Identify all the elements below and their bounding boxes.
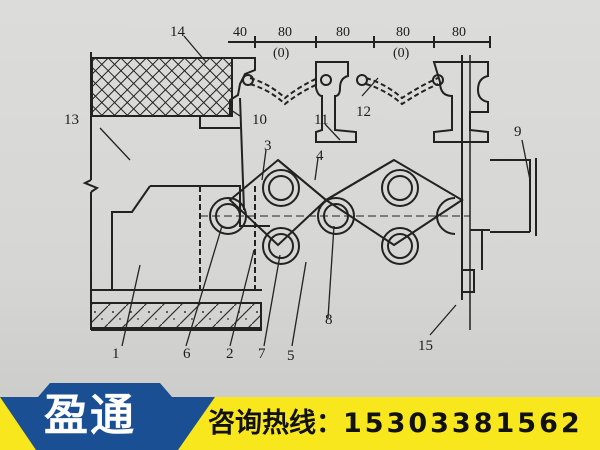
hotline: 咨询热线：15303381562: [208, 402, 583, 446]
label-14: 14: [170, 24, 186, 40]
dim-80-c: 80: [396, 25, 410, 40]
hotline-label: 咨询热线: [208, 408, 316, 439]
contact-banner: 盈通 咨询热线：15303381562: [0, 383, 600, 450]
hotline-separator: ：: [316, 408, 343, 439]
label-13: 13: [64, 112, 79, 128]
label-11: 11: [314, 112, 328, 128]
dim-80-d: 80: [452, 25, 466, 40]
label-5: 5: [287, 348, 295, 364]
technical-drawing: 40 80 80 80 80 (0) (0) 14 13 10 11 12 9 …: [64, 24, 537, 364]
label-2: 2: [226, 346, 234, 362]
label-7: 7: [258, 346, 266, 362]
label-3: 3: [264, 138, 272, 154]
dim-40: 40: [233, 25, 247, 40]
label-6: 6: [183, 346, 191, 362]
label-9: 9: [514, 124, 522, 140]
dim-80-b: 80: [336, 25, 350, 40]
label-10: 10: [252, 112, 267, 128]
dim-paren-b: (0): [393, 46, 410, 61]
label-15: 15: [418, 338, 433, 354]
phone-number[interactable]: 15303381562: [343, 408, 583, 439]
dim-paren-a: (0): [273, 46, 290, 61]
brand-badge-shape: [0, 383, 215, 450]
dim-80-a: 80: [278, 25, 292, 40]
brand-name: 盈通: [44, 390, 136, 441]
label-12: 12: [356, 104, 371, 120]
label-8: 8: [325, 312, 333, 328]
label-4: 4: [316, 148, 324, 164]
label-1: 1: [112, 346, 120, 362]
